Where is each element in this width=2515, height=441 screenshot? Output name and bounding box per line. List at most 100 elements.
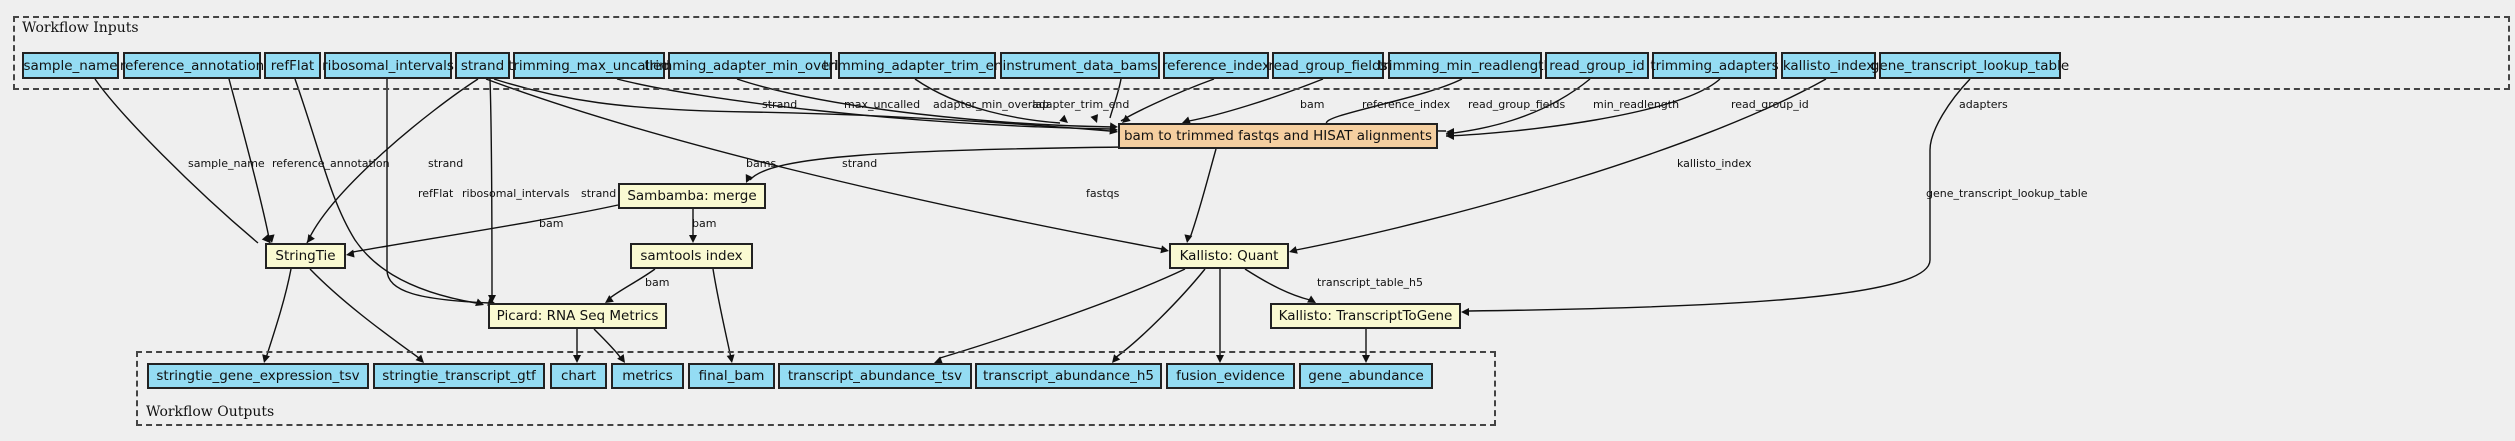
edge-label: strand bbox=[762, 98, 798, 111]
edge-samtools_index-to-final_bam bbox=[712, 268, 732, 359]
arrowhead-icon bbox=[1461, 308, 1469, 316]
arrowhead-icon bbox=[617, 354, 625, 363]
input-node-trimming-adapters[interactable]: trimming_adapters bbox=[1650, 52, 1779, 79]
edge-kallisto_quant-to-transcript_abundance_tsv bbox=[939, 268, 1186, 359]
node-label: final_bam bbox=[698, 368, 765, 384]
output-node-stringtie-transcript-gtf[interactable]: stringtie_transcript_gtf bbox=[373, 363, 545, 389]
input-node-trimming-adapter-trim-end[interactable]: trimming_adapter_trim_end bbox=[823, 52, 1011, 79]
arrowhead-icon bbox=[1289, 246, 1298, 254]
input-node-instrument-data-bams[interactable]: instrument_data_bams bbox=[1000, 52, 1160, 79]
node-label: instrument_data_bams bbox=[1002, 57, 1158, 74]
node-label: gene_transcript_lookup_table bbox=[1870, 57, 2070, 74]
node-label: read_group_fields bbox=[1268, 57, 1388, 74]
edge-strand-to-picard bbox=[489, 78, 493, 297]
arrowhead-icon bbox=[726, 354, 735, 363]
edge-label: adapter_trim_end bbox=[1032, 98, 1130, 111]
input-node-read-group-fields[interactable]: read_group_fields bbox=[1268, 52, 1388, 79]
step-node-sambamba-merge[interactable]: Sambamba: merge bbox=[618, 183, 766, 209]
edge-trimming_adapters-to-bam_to_fastq_hisat bbox=[1445, 78, 1721, 137]
output-node-stringtie-gene-expression-tsv[interactable]: stringtie_gene_expression_tsv bbox=[147, 363, 369, 389]
arrowhead-icon bbox=[1090, 114, 1099, 123]
input-node-trimming-min-readlength[interactable]: trimming_min_readlength bbox=[1378, 52, 1552, 79]
edge-samtools_index-to-picard bbox=[609, 268, 656, 299]
step-node-kallisto-transcript-to-gene[interactable]: Kallisto: TranscriptToGene bbox=[1270, 303, 1461, 329]
edge-label: strand bbox=[581, 187, 617, 200]
edge-label: reference_index bbox=[1362, 98, 1451, 111]
edge-refFlat-to-picard bbox=[294, 78, 477, 304]
node-label: gene_abundance bbox=[1308, 368, 1424, 384]
edge-read_group_fields-to-bam_to_fastq_hisat bbox=[1188, 78, 1324, 122]
edge-sambamba_merge-to-stringtie bbox=[352, 204, 619, 253]
edge-label: sample_name bbox=[188, 157, 265, 170]
workflow-outputs-cluster bbox=[136, 351, 1496, 426]
output-node-final-bam[interactable]: final_bam bbox=[688, 363, 775, 389]
edge-label: adapter_min_overlap bbox=[933, 98, 1050, 111]
output-node-gene-abundance[interactable]: gene_abundance bbox=[1299, 363, 1433, 389]
node-label: metrics bbox=[622, 368, 673, 384]
input-node-refflat[interactable]: refFlat bbox=[264, 52, 321, 79]
arrowhead-icon bbox=[266, 234, 275, 243]
output-node-fusion-evidence[interactable]: fusion_evidence bbox=[1166, 363, 1295, 389]
edge-strand-to-kallisto_quant bbox=[485, 78, 1163, 250]
edge-label: adapters bbox=[1959, 98, 2008, 111]
edge-stringtie-to-stringtie_gene_expression_tsv bbox=[265, 268, 292, 359]
input-node-reference-index[interactable]: reference_index bbox=[1162, 52, 1270, 79]
input-node-kallisto-index[interactable]: kallisto_index bbox=[1781, 52, 1876, 79]
edge-label: read_group_fields bbox=[1468, 98, 1566, 111]
edge-sample_name-to-stringtie bbox=[94, 78, 259, 244]
input-node-read-group-id[interactable]: read_group_id bbox=[1545, 52, 1649, 79]
output-node-transcript-abundance-h5[interactable]: transcript_abundance_h5 bbox=[975, 363, 1162, 389]
edge-reference_annotation-to-stringtie bbox=[228, 78, 271, 244]
step-node-kallisto-quant[interactable]: Kallisto: Quant bbox=[1169, 243, 1289, 269]
edge-label: strand bbox=[842, 157, 878, 170]
edge-stringtie-to-stringtie_transcript_gtf bbox=[309, 268, 420, 359]
edge-strand-to-stringtie bbox=[306, 78, 479, 244]
arrowhead-icon bbox=[745, 174, 754, 183]
input-node-reference-annotation[interactable]: reference_annotation bbox=[119, 52, 265, 79]
output-node-chart[interactable]: chart bbox=[550, 363, 607, 389]
edge-label: reference_annotation bbox=[272, 157, 390, 170]
output-node-metrics[interactable]: metrics bbox=[611, 363, 684, 389]
step-node-stringtie[interactable]: StringTie bbox=[265, 243, 346, 269]
workflow-inputs-label: Workflow Inputs bbox=[22, 20, 139, 36]
step-node-picard-rnaseq-metrics[interactable]: Picard: RNA Seq Metrics bbox=[488, 303, 667, 329]
node-label: trimming_adapters bbox=[1650, 57, 1779, 74]
edge-ribosomal_intervals-to-picard bbox=[386, 79, 491, 304]
node-label: bam to trimmed fastqs and HISAT alignmen… bbox=[1123, 128, 1433, 144]
edge-kallisto_quant-to-transcript_abundance_h5 bbox=[1114, 268, 1206, 359]
input-node-gene-transcript-lookup-table[interactable]: gene_transcript_lookup_table bbox=[1871, 52, 2069, 79]
node-label: chart bbox=[560, 368, 597, 384]
input-node-ribosomal-intervals[interactable]: ribosomal_intervals bbox=[322, 52, 454, 79]
workflow-outputs-label: Workflow Outputs bbox=[146, 404, 275, 420]
node-label: Kallisto: Quant bbox=[1179, 248, 1279, 264]
arrowhead-icon bbox=[1184, 234, 1193, 243]
step-node-bam-to-fastq-hisat[interactable]: bam to trimmed fastqs and HISAT alignmen… bbox=[1118, 123, 1438, 149]
node-label: samtools index bbox=[640, 248, 743, 264]
input-node-trimming-adapter-min-overlap[interactable]: trimming_adapter_min_overlap bbox=[645, 52, 856, 79]
edge-kallisto_quant-to-transcript_to_gene bbox=[1244, 268, 1311, 301]
node-label: StringTie bbox=[275, 248, 336, 264]
node-label: reference_annotation bbox=[119, 57, 265, 74]
output-node-transcript-abundance-tsv[interactable]: transcript_abundance_tsv bbox=[778, 363, 972, 389]
edge-label: min_readlength bbox=[1593, 98, 1680, 111]
input-node-strand[interactable]: strand bbox=[455, 52, 510, 79]
edge-trimming_max_uncalled-to-bam_to_fastq_hisat bbox=[616, 78, 1111, 130]
node-label: stringtie_transcript_gtf bbox=[382, 368, 536, 384]
node-label: read_group_id bbox=[1549, 57, 1645, 74]
arrowhead-icon bbox=[262, 354, 270, 363]
arrowhead-icon bbox=[689, 235, 697, 243]
edge-gene_transcript_lookup_table-to-transcript_to_gene bbox=[1468, 78, 1971, 312]
node-label: transcript_abundance_tsv bbox=[787, 368, 963, 384]
arrowhead-icon bbox=[1307, 295, 1316, 303]
edge-label: refFlat bbox=[418, 187, 454, 200]
arrowhead-icon bbox=[1160, 245, 1169, 254]
step-node-samtools-index[interactable]: samtools index bbox=[630, 243, 753, 269]
edge-label: kallisto_index bbox=[1677, 157, 1752, 170]
node-label: sample_name bbox=[23, 57, 118, 74]
edge-read_group_id-to-bam_to_fastq_hisat bbox=[1445, 78, 1591, 135]
arrowhead-icon bbox=[1112, 354, 1121, 363]
arrowhead-icon bbox=[934, 356, 943, 365]
input-node-trimming-max-uncalled[interactable]: trimming_max_uncalled bbox=[508, 52, 670, 79]
input-node-sample-name[interactable]: sample_name bbox=[22, 52, 119, 79]
